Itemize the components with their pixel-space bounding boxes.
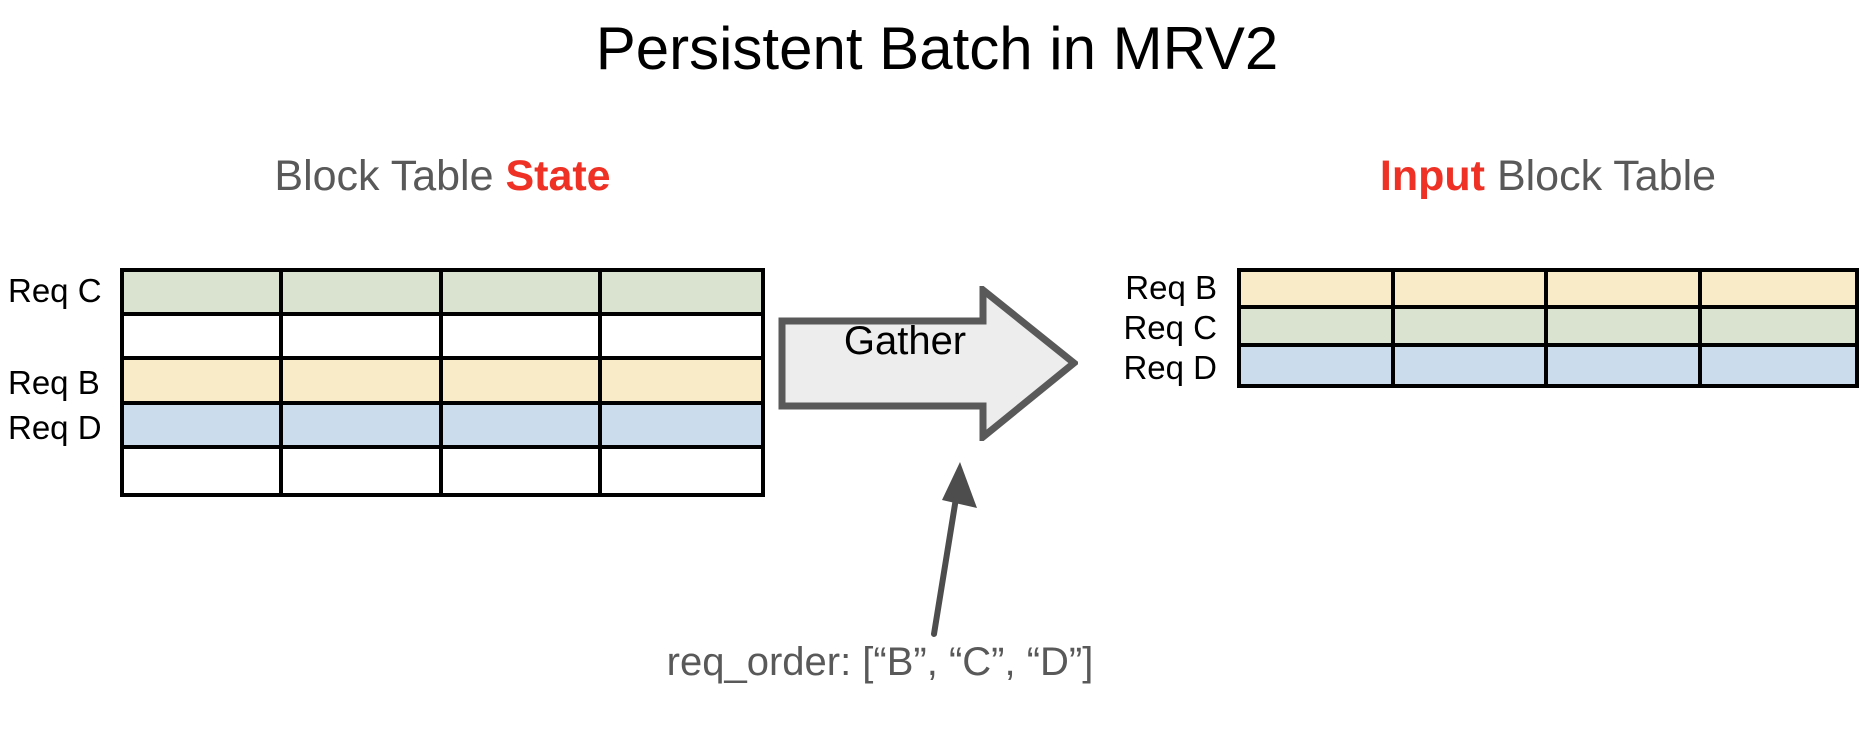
- right-panel-heading: Input Block Table: [1237, 152, 1859, 201]
- input-cell-r1-c1: [1394, 309, 1548, 347]
- state-cell-r0-c3: [601, 272, 761, 317]
- input-cell-r1-c3: [1701, 309, 1855, 347]
- input-cell-r0-c3: [1701, 272, 1855, 310]
- input-cell-r0-c1: [1394, 272, 1548, 310]
- state-cell-r1-c0: [124, 316, 284, 361]
- state-cell-r3-c2: [442, 404, 602, 449]
- state-cell-r4-c2: [442, 448, 602, 493]
- state-cell-r4-c1: [283, 448, 443, 493]
- right-heading-suffix: Block Table: [1485, 152, 1717, 200]
- gather-arrow-label: Gather: [843, 319, 967, 363]
- left-heading-prefix: Block Table: [274, 152, 506, 200]
- state-cell-r1-c1: [283, 316, 443, 361]
- row-label-right-1: Req C: [1123, 309, 1217, 346]
- left-heading-accent: State: [505, 152, 611, 200]
- input-cell-r2-c2: [1548, 346, 1702, 384]
- req-order-caption: req_order: [“B”, “C”, “D”]: [666, 640, 1094, 684]
- input-cell-r1-c0: [1241, 309, 1395, 347]
- row-label-left-3: Req D: [8, 409, 102, 447]
- input-cell-r2-c1: [1394, 346, 1548, 384]
- row-label-left-2: Req B: [8, 363, 100, 401]
- input-cell-r0-c2: [1548, 272, 1702, 310]
- state-cell-r4-c3: [601, 448, 761, 493]
- row-label-right-0: Req B: [1125, 269, 1217, 306]
- state-cell-r1-c3: [601, 316, 761, 361]
- input-cell-r1-c2: [1548, 309, 1702, 347]
- state-cell-r2-c2: [442, 360, 602, 405]
- state-cell-r2-c3: [601, 360, 761, 405]
- gather-arrow-icon: [778, 286, 1078, 441]
- state-cell-r2-c0: [124, 360, 284, 405]
- state-cell-r4-c0: [124, 448, 284, 493]
- state-cell-r3-c0: [124, 404, 284, 449]
- row-label-left-0: Req C: [8, 271, 102, 309]
- row-label-right-2: Req D: [1123, 349, 1217, 386]
- block-table-state-grid: [120, 268, 765, 497]
- state-cell-r0-c2: [442, 272, 602, 317]
- page-title: Persistent Batch in MRV2: [595, 15, 1279, 82]
- right-heading-accent: Input: [1379, 152, 1485, 200]
- state-cell-r3-c3: [601, 404, 761, 449]
- input-cell-r2-c3: [1701, 346, 1855, 384]
- req-order-callout-arrow-icon: [931, 462, 977, 637]
- state-cell-r3-c1: [283, 404, 443, 449]
- state-cell-r0-c1: [283, 272, 443, 317]
- state-cell-r2-c1: [283, 360, 443, 405]
- left-panel-heading: Block Table State: [120, 152, 765, 201]
- input-cell-r0-c0: [1241, 272, 1395, 310]
- state-cell-r0-c0: [124, 272, 284, 317]
- input-cell-r2-c0: [1241, 346, 1395, 384]
- state-cell-r1-c2: [442, 316, 602, 361]
- input-block-table-grid: [1237, 268, 1859, 388]
